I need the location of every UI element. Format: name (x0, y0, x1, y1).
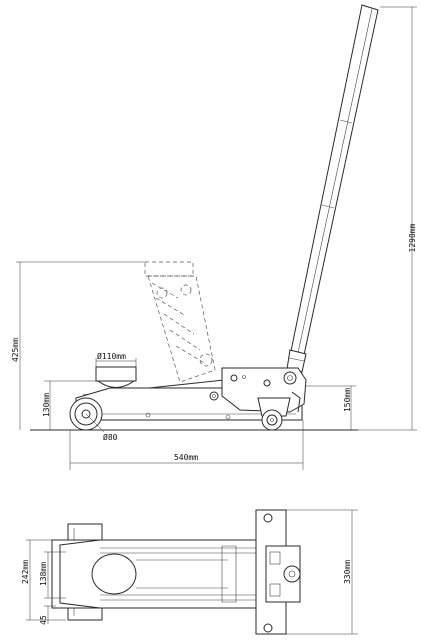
overall-width-label: 330mm (343, 560, 352, 584)
rear-width-a-label: 242mm (21, 560, 30, 584)
height-1290-dimension: 1290mm (305, 6, 417, 431)
height-425-dimension: 425mm (11, 261, 146, 430)
gap-45-dimension: 45 (39, 605, 56, 625)
min-height-label: 130mm (42, 393, 51, 417)
height-150-dimension: 150mm (306, 385, 356, 430)
saddle-diameter-label: Ø110mm (97, 351, 126, 361)
height-130-dimension: 130mm (42, 380, 96, 430)
width-242-dimension: 242mm (21, 539, 66, 621)
length-540-dimension: 540mm (69, 420, 304, 470)
side-view: 1290mm 425mm Ø110mm 130mm 150mm Ø80 (11, 4, 417, 470)
front-gap-label: 45 (39, 615, 48, 625)
wheel-diameter-label: Ø80 (103, 432, 118, 442)
rear-caster (257, 391, 301, 431)
wheel-diameter-dimension: Ø80 (85, 413, 118, 442)
jack-handle (286, 4, 379, 373)
chassis-height-label: 150mm (343, 388, 352, 412)
lift-arm-raised (144, 261, 216, 383)
saddle-lowered (95, 366, 137, 388)
length-label: 540mm (174, 453, 198, 462)
saddle-diameter-dimension: Ø110mm (95, 351, 137, 367)
rear-width-b-label: 138mm (39, 562, 48, 586)
width-330-dimension: 330mm (286, 509, 358, 635)
max-lift-height-label: 425mm (11, 338, 20, 362)
top-view: 242mm 138mm 45 330mm (21, 509, 358, 635)
handle-height-label: 1290mm (408, 223, 417, 252)
width-138-dimension: 138mm (39, 551, 66, 599)
